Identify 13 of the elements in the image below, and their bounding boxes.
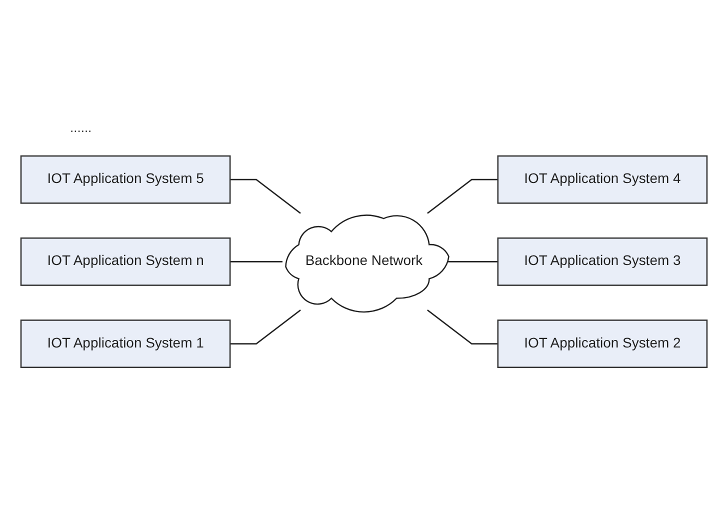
connector xyxy=(230,260,282,262)
node-box: IOT Application System 4 xyxy=(496,155,708,204)
connector xyxy=(230,309,300,344)
connector xyxy=(230,178,300,214)
connector xyxy=(426,178,498,214)
node-box: IOT Application System 2 xyxy=(496,319,708,368)
node-box: IOT Application System 1 xyxy=(20,319,230,368)
node-box: IOT Application System 5 xyxy=(20,155,230,204)
node-box: IOT Application System n xyxy=(20,237,230,286)
ellipsis-note: ...... xyxy=(70,120,92,135)
connector xyxy=(445,260,498,262)
node-box: IOT Application System 3 xyxy=(496,237,708,286)
connector xyxy=(426,309,498,344)
